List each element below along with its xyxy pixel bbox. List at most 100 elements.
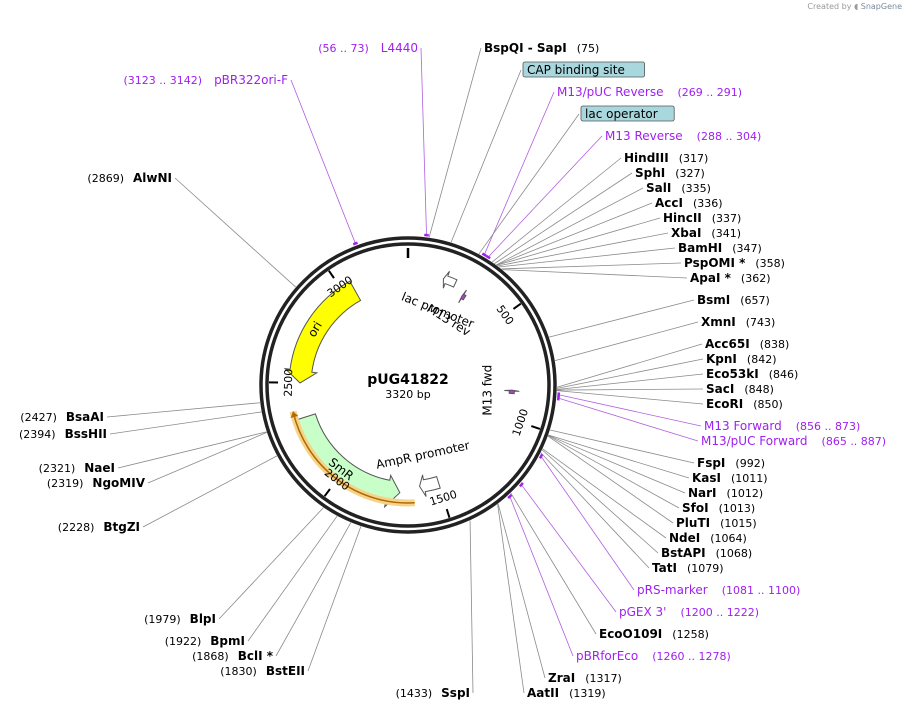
m13-fwd-arrow[interactable]	[504, 389, 520, 395]
site-bsshii[interactable]: BssHII(2394)	[19, 427, 107, 441]
site-bpmi[interactable]: BpmI(1922)	[165, 634, 245, 648]
site-xmni[interactable]: XmnI(743)	[701, 315, 775, 329]
site-ndei[interactable]: NdeI (1064)	[669, 531, 747, 545]
site-nari[interactable]: NarI(1012)	[688, 486, 763, 500]
leader-bamhi	[498, 247, 676, 268]
leader-bspqi-sapi	[428, 47, 482, 238]
acc65i-name: Acc65I	[705, 337, 750, 351]
site-bstapi[interactable]: BstAPI (1068)	[661, 546, 752, 560]
site-cap-binding-site[interactable]: CAP binding site	[522, 61, 645, 78]
site-tati[interactable]: TatI(1079)	[652, 561, 724, 575]
hincii-name: HincII	[663, 211, 702, 225]
site-bamhi[interactable]: BamHI(347)	[678, 241, 762, 255]
xmni-name: XmnI	[701, 315, 736, 329]
site-sali[interactable]: SalI(335)	[646, 181, 711, 195]
backbone-inner-ring	[265, 242, 551, 528]
leader-kasi	[548, 434, 690, 479]
site-bcli[interactable]: BclI *(1868)	[192, 649, 274, 663]
leader-fspi	[549, 429, 695, 464]
site-sphi[interactable]: SphI(327)	[635, 166, 705, 180]
ecoo109i-range: (1258)	[672, 628, 709, 641]
kasi-range: (1011)	[731, 472, 768, 485]
site-pbrforeco[interactable]: pBRforEco(1260 .. 1278)	[576, 649, 731, 663]
xbai-range: (341)	[711, 227, 741, 240]
prs-marker-name: pRS-marker	[637, 583, 708, 597]
leader-bsmi	[548, 299, 695, 338]
site-aatii[interactable]: AatII(1319)	[527, 686, 606, 700]
lac-operator-box	[580, 105, 675, 122]
site-sspi[interactable]: SspI(1433)	[396, 686, 470, 700]
site-pbr322ori-f[interactable]: pBR322ori-F(3123 .. 3142)	[124, 73, 289, 87]
site-btgzi[interactable]: BtgZI(2228)	[58, 520, 140, 534]
ndei-range: (1064)	[710, 532, 747, 545]
lac-promoter-arrow[interactable]	[442, 271, 458, 289]
site-xbai[interactable]: XbaI(341)	[671, 226, 741, 240]
site-bspqi-sapi[interactable]: BspQI - SapI(75)	[484, 41, 599, 55]
acci-range: (336)	[693, 197, 723, 210]
ori-arrow[interactable]	[283, 280, 362, 384]
site-blpi[interactable]: BlpI(1979)	[144, 612, 216, 626]
feature-m13-fwd[interactable]: M13 fwd	[480, 365, 520, 416]
site-saci[interactable]: SacI(848)	[706, 382, 774, 396]
bpmi-range: (1922)	[165, 635, 202, 648]
site-pspomi[interactable]: PspOMI *(358)	[684, 256, 785, 270]
site-ecori[interactable]: EcoRI(850)	[706, 397, 783, 411]
site-lac-operator[interactable]: lac operator	[580, 105, 675, 122]
site-hindiii[interactable]: HindIII(317)	[624, 151, 708, 165]
bstapi-name: BstAPI	[661, 546, 706, 560]
m13-reverse-binding-mark	[485, 254, 491, 260]
leader-pbr322ori-f	[290, 79, 356, 244]
site-fspi[interactable]: FspI(992)	[697, 456, 765, 470]
ampr-promoter-arrow[interactable]	[419, 474, 441, 497]
site-bsteii[interactable]: BstEII(1830)	[220, 664, 305, 678]
site-alwni[interactable]: AlwNI(2869)	[87, 171, 172, 185]
site-bsmi[interactable]: BsmI(657)	[697, 293, 770, 307]
tick-mark	[323, 488, 331, 497]
feature-ori[interactable]: ori	[283, 280, 362, 384]
site-naei[interactable]: NaeI(2321)	[39, 461, 115, 475]
site-sfoi[interactable]: SfoI(1013)	[682, 501, 755, 515]
site-labels[interactable]: L4440(56 .. 73) pBR322ori-F(3123 .. 3142)…	[19, 41, 886, 700]
sali-range: (335)	[681, 182, 711, 195]
apai-name: ApaI *	[690, 271, 732, 285]
site-m13-forward[interactable]: M13 Forward(856 .. 873)	[704, 419, 860, 433]
leader-l4440	[420, 47, 427, 236]
site-pgex-3[interactable]: pGEX 3'(1200 .. 1222)	[619, 605, 759, 619]
site-pluti[interactable]: PluTI(1015)	[676, 516, 757, 530]
feature-smr-promoter[interactable]	[289, 410, 415, 507]
m13-rev-arrow[interactable]	[458, 289, 467, 304]
site-bsaai[interactable]: BsaAI(2427)	[20, 410, 104, 424]
site-m13-puc-forward[interactable]: M13/pUC Forward(865 .. 887)	[701, 434, 886, 448]
ndei-name: NdeI	[669, 531, 700, 545]
site-kasi[interactable]: KasI(1011)	[692, 471, 768, 485]
pspomi-name: PspOMI *	[684, 256, 746, 270]
site-eco53ki[interactable]: Eco53kI(846)	[706, 367, 798, 381]
site-zrai[interactable]: ZraI(1317)	[548, 671, 622, 685]
smr-promoter-arrowhead	[290, 411, 299, 419]
site-apai[interactable]: ApaI *(362)	[690, 271, 771, 285]
l4440-name: L4440	[381, 41, 418, 55]
site-hincii[interactable]: HincII(337)	[663, 211, 741, 225]
bstapi-range: (1068)	[716, 547, 753, 560]
leader-m13-forward	[558, 394, 702, 427]
m13-puc-forward-name: M13/pUC Forward	[701, 434, 808, 448]
tick-label: 500	[494, 303, 517, 328]
site-m13-puc-reverse[interactable]: M13/pUC Reverse(269 .. 291)	[557, 85, 742, 99]
bamhi-range: (347)	[732, 242, 762, 255]
site-kpni[interactable]: KpnI(842)	[706, 352, 777, 366]
site-prs-marker[interactable]: pRS-marker(1081 .. 1100)	[637, 583, 800, 597]
leader-apai	[502, 269, 688, 279]
bspqi-sapi-name: BspQI - SapI	[484, 41, 567, 55]
tick-label: 1500	[428, 488, 459, 509]
smr-promoter-line	[292, 411, 415, 504]
m13-reverse-range: (288 .. 304)	[697, 130, 762, 143]
site-ecoo109i[interactable]: EcoO109I(1258)	[599, 627, 709, 641]
site-acc65i[interactable]: Acc65I(838)	[705, 337, 789, 351]
pbr322ori-f-range: (3123 .. 3142)	[124, 74, 203, 87]
site-l4440[interactable]: L4440(56 .. 73)	[318, 41, 418, 55]
site-acci[interactable]: AccI(336)	[655, 196, 723, 210]
site-ngomiv[interactable]: NgoMIV(2319)	[47, 476, 146, 490]
blpi-name: BlpI	[190, 612, 216, 626]
site-m13-reverse[interactable]: M13 Reverse(288 .. 304)	[605, 129, 761, 143]
